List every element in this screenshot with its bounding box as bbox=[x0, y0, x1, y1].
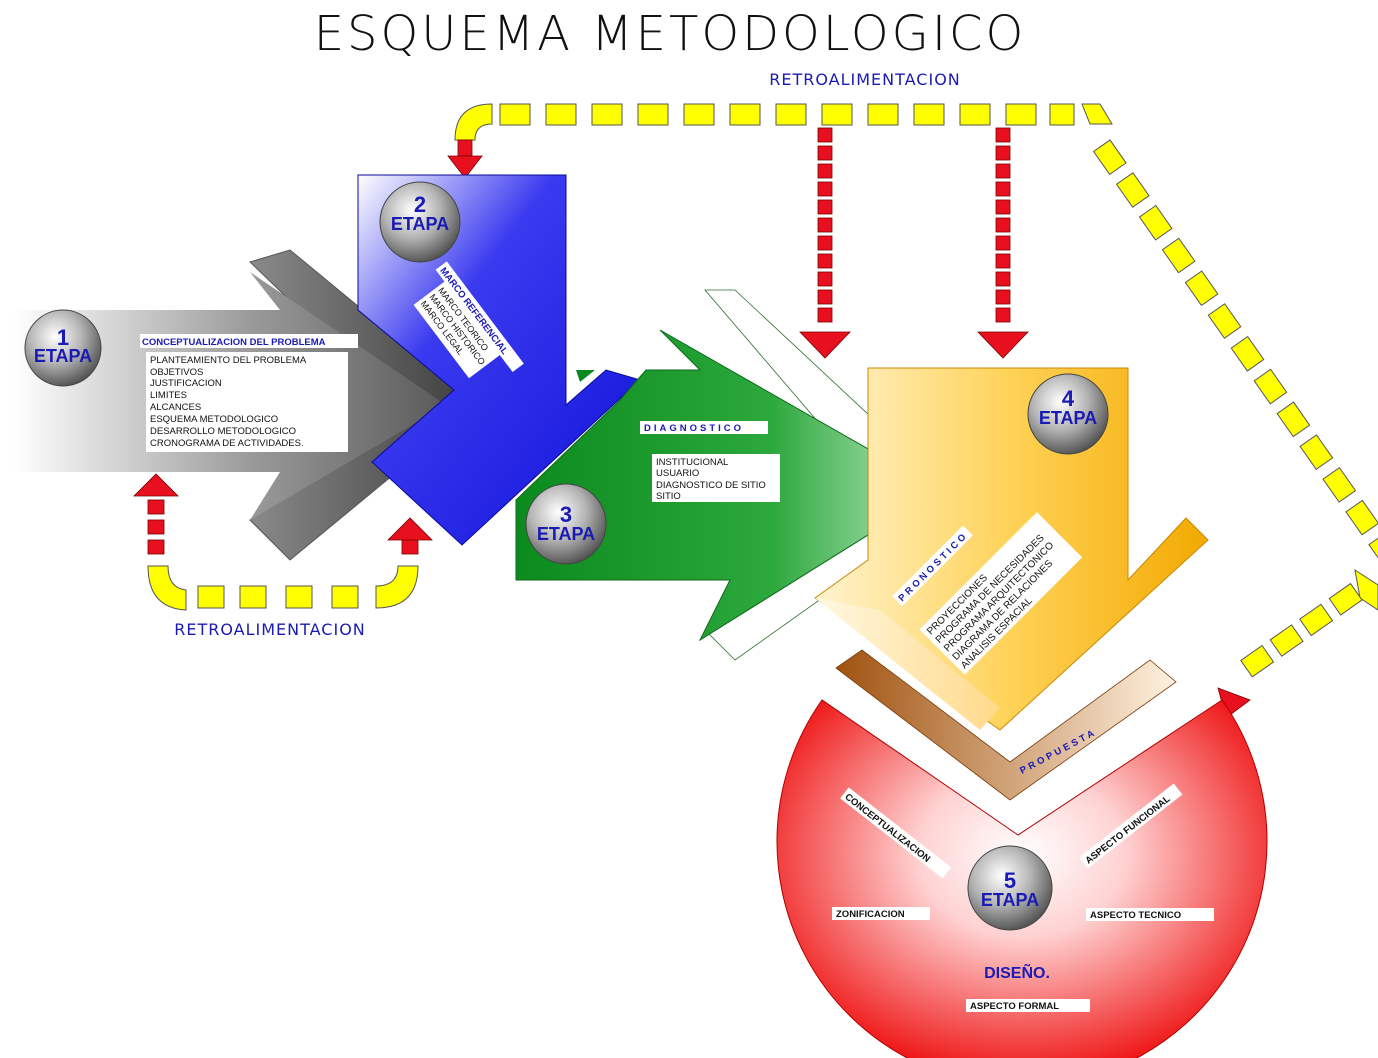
stage-3-number: 3 bbox=[560, 502, 572, 527]
stage-1-badge: 1 ETAPA bbox=[24, 309, 102, 387]
feedback-arrows-top bbox=[447, 127, 1251, 719]
design-label: DISEÑO. bbox=[984, 962, 1050, 982]
stage-5-item: ZONIFICACION bbox=[836, 909, 905, 920]
feedback-top-label: RETROALIMENTACION bbox=[769, 70, 961, 89]
stage-2-word: ETAPA bbox=[391, 214, 449, 234]
stage-1-heading: CONCEPTUALIZACION DEL PROBLEMA bbox=[142, 337, 326, 348]
stage-1-item: DESARROLLO METODOLOGICO bbox=[150, 426, 296, 437]
stage-1-item: OBJETIVOS bbox=[150, 367, 203, 378]
stage-1-item: CRONOGRAMA DE ACTIVIDADES. bbox=[150, 438, 304, 449]
stage-5-item: ASPECTO FORMAL bbox=[970, 1001, 1059, 1012]
stage-4-badge: 4 ETAPA bbox=[1027, 373, 1109, 455]
feedback-bottom-label: RETROALIMENTACION bbox=[174, 620, 366, 639]
stage-2-badge: 2 ETAPA bbox=[379, 181, 461, 263]
stage-3-badge: 3 ETAPA bbox=[525, 483, 607, 565]
stage-5-number: 5 bbox=[1004, 868, 1016, 893]
stage-3-item: INSTITUCIONAL bbox=[656, 457, 728, 468]
stage-5-word: ETAPA bbox=[981, 890, 1039, 910]
stage-5-badge: 5 ETAPA bbox=[967, 845, 1053, 931]
stage-3-word: ETAPA bbox=[537, 524, 595, 544]
stage-3-item: SITIO bbox=[656, 491, 681, 502]
stage-4-number: 4 bbox=[1062, 386, 1075, 411]
stage-1-item: LIMITES bbox=[150, 390, 187, 401]
stage-1-item: JUSTIFICACION bbox=[150, 378, 222, 389]
propuesta-chevron bbox=[835, 649, 1177, 801]
stage-3-item: USUARIO bbox=[656, 468, 699, 479]
feedback-loop-bottom bbox=[133, 473, 433, 611]
diagram-title: ESQUEMA METODOLOGICO bbox=[314, 6, 1027, 62]
stage-1-item: ESQUEMA METODOLOGICO bbox=[150, 414, 278, 425]
stage-1-item: ALCANCES bbox=[150, 402, 201, 413]
stage-1-number: 1 bbox=[57, 325, 69, 350]
arrow-to-stage-4 bbox=[977, 127, 1029, 359]
stage-5-item: ASPECTO TECNICO bbox=[1090, 910, 1181, 921]
stage-3-item: DIAGNOSTICO DE SITIO bbox=[656, 480, 766, 491]
stage-4-word: ETAPA bbox=[1039, 408, 1097, 428]
feedback-loop-top bbox=[454, 103, 1378, 678]
stage-1-item: PLANTEAMIENTO DEL PROBLEMA bbox=[150, 355, 307, 366]
stage-1-word: ETAPA bbox=[34, 346, 92, 366]
stage-2-arrow bbox=[357, 174, 641, 546]
stage-2-number: 2 bbox=[414, 192, 426, 217]
arrow-to-stage-3 bbox=[799, 127, 851, 359]
stage-3-heading: DIAGNOSTICO bbox=[644, 423, 744, 434]
